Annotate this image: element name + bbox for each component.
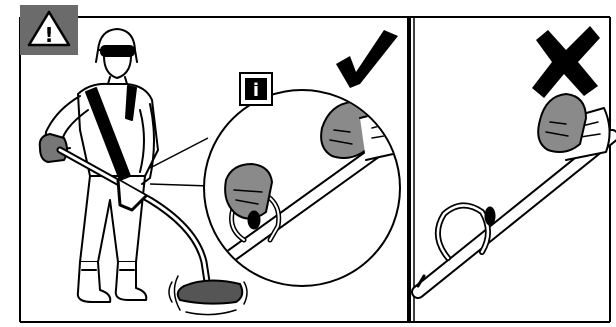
- info-badge: i: [240, 73, 272, 105]
- cross-icon: [532, 26, 600, 98]
- checkmark-icon: [336, 30, 398, 88]
- right-boot: [116, 262, 147, 300]
- warning-badge: !: [20, 5, 78, 55]
- detail-magnifier: [204, 90, 420, 286]
- incorrect-usage-panel: [418, 94, 612, 292]
- info-symbol: i: [253, 80, 259, 101]
- visor-goggles: [101, 46, 134, 56]
- warning-symbol: !: [44, 23, 53, 47]
- trimmer-guard: [178, 280, 243, 303]
- left-boot: [78, 262, 111, 302]
- info-icon: i: [245, 78, 267, 101]
- operator-figure: [46, 29, 158, 302]
- callout-leader: [150, 138, 210, 186]
- face: [104, 56, 131, 78]
